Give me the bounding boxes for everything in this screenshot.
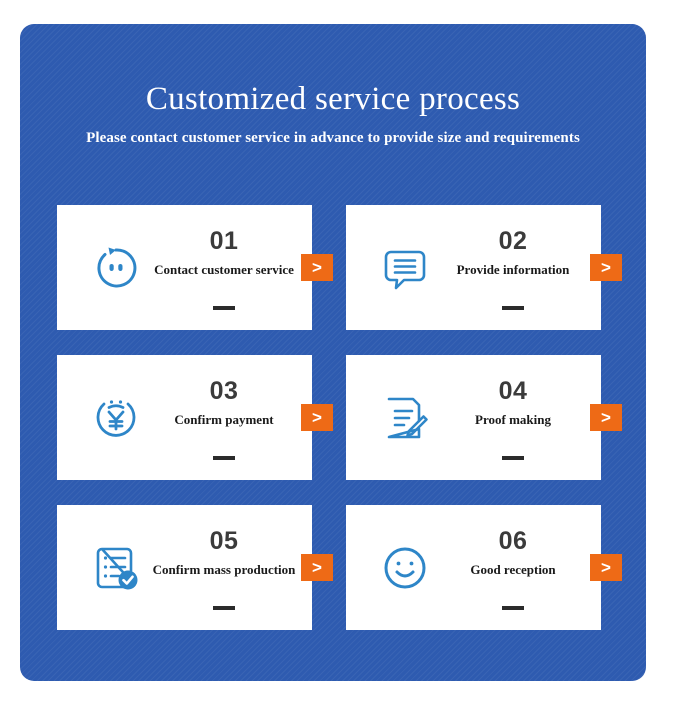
- page-title: Customized service process: [145, 81, 521, 117]
- step-label: Provide information: [456, 262, 570, 277]
- step-label: Confirm mass production: [152, 562, 296, 577]
- step-arrow-button-04[interactable]: >: [590, 404, 622, 431]
- blue-panel: Customized service process Please contac…: [20, 24, 646, 681]
- step-label: Proof making: [475, 412, 551, 427]
- steps-row-2: 03 Confirm payment >: [57, 355, 622, 505]
- step-card-02[interactable]: 02 Provide information: [346, 205, 601, 330]
- step-divider: [149, 447, 299, 465]
- step-arrow-button-01[interactable]: >: [301, 254, 333, 281]
- checklist-check-icon: [91, 543, 141, 593]
- step-number: 04: [498, 377, 528, 405]
- step-divider: [438, 447, 588, 465]
- document-pencil-icon: [380, 393, 430, 443]
- step-label: Good reception: [470, 562, 556, 577]
- customer-service-face-icon: [91, 243, 141, 293]
- step-arrow-button-02[interactable]: >: [590, 254, 622, 281]
- step-divider: [149, 597, 299, 615]
- smiley-face-icon: [380, 543, 430, 593]
- step-label: Contact customer service: [154, 262, 294, 277]
- steps-row-3: 05 Confirm mass production >: [57, 505, 622, 655]
- step-number: 02: [498, 227, 528, 255]
- step-card-05[interactable]: 05 Confirm mass production: [57, 505, 312, 630]
- step-divider: [149, 297, 299, 315]
- steps-row-1: 01 Contact customer service >: [57, 205, 622, 355]
- yen-coin-icon: [91, 393, 141, 443]
- step-divider: [438, 297, 588, 315]
- steps-grid: 01 Contact customer service >: [57, 205, 622, 655]
- step-card-04[interactable]: 04 Proof making: [346, 355, 601, 480]
- step-arrow-button-03[interactable]: >: [301, 404, 333, 431]
- step-arrow-button-05[interactable]: >: [301, 554, 333, 581]
- step-arrow-button-06[interactable]: >: [590, 554, 622, 581]
- step-card-03[interactable]: 03 Confirm payment: [57, 355, 312, 480]
- step-label: Confirm payment: [174, 412, 274, 427]
- step-number: 06: [498, 527, 528, 555]
- step-number: 05: [209, 527, 239, 555]
- step-divider: [438, 597, 588, 615]
- page-subtitle: Please contact customer service in advan…: [86, 130, 580, 146]
- step-number: 01: [209, 227, 239, 255]
- step-card-01[interactable]: 01 Contact customer service: [57, 205, 312, 330]
- step-card-06[interactable]: 06 Good reception: [346, 505, 601, 630]
- step-number: 03: [209, 377, 239, 405]
- speech-bubble-lines-icon: [380, 243, 430, 293]
